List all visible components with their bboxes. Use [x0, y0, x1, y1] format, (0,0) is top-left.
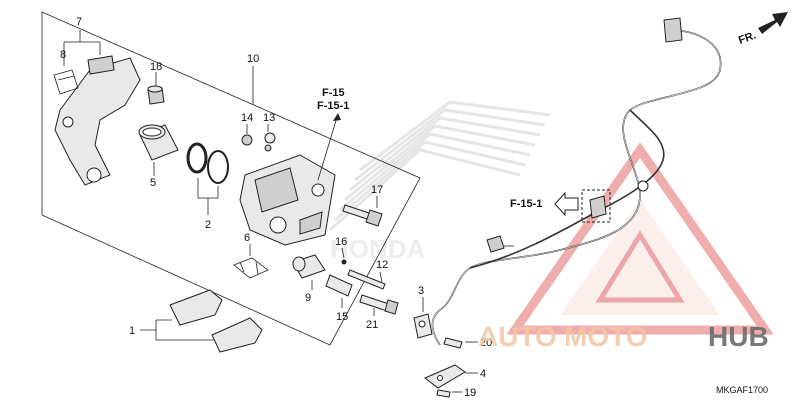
label-2: 2 [205, 219, 211, 231]
bleeder-cap [147, 85, 165, 105]
abs-sensor [413, 313, 433, 339]
pad-retainer [233, 257, 269, 279]
abs-sensor-wire [431, 17, 722, 346]
label-12: 13 [263, 112, 275, 124]
label-16: 17 [371, 184, 383, 196]
honda-wing-watermark: HONDA [329, 100, 551, 264]
stay-bolt [436, 389, 451, 398]
slide-pin-bolt [359, 294, 399, 315]
label-9: 9 [305, 292, 311, 304]
ref-f15: F-15 [322, 87, 345, 99]
watermark-word-auto: AUTO [478, 321, 557, 352]
caliper-body [239, 154, 336, 246]
brake-pads [169, 289, 263, 353]
label-19: 20 [480, 337, 492, 349]
label-1: 1 [129, 325, 135, 337]
automotohub-wordmark: AUTO MOTO HUB [478, 321, 769, 352]
label-15: 16 [335, 236, 347, 248]
piston-seals [186, 142, 229, 184]
fr-label: FR. [737, 29, 758, 46]
label-3: 3 [418, 285, 424, 297]
label-5: 5 [150, 177, 156, 189]
watermark-word-hub: HUB [708, 321, 769, 352]
label-6: 6 [244, 232, 250, 244]
label-20: 21 [366, 319, 378, 331]
piston [138, 124, 179, 161]
label-17: 18 [150, 61, 162, 73]
label-8: 8 [60, 49, 66, 61]
caliper-bracket [54, 55, 141, 186]
label-14: 15 [336, 311, 348, 323]
sensor-bolt [443, 337, 463, 349]
pin-sleeve [325, 274, 353, 297]
label-10: 10 [247, 53, 259, 65]
label-4: 4 [480, 368, 486, 380]
diagram-code: MKGAF1700 [716, 385, 768, 395]
automotohub-triangle [506, 142, 774, 335]
honda-watermark-text: HONDA [330, 234, 426, 264]
ref-f15-1-top: F-15-1 [317, 100, 349, 112]
bleeder-screw [241, 132, 276, 152]
watermark-word-moto: MOTO [564, 321, 647, 352]
label-11: 12 [376, 259, 388, 271]
wire-stay [424, 364, 466, 389]
ref-f15-1-left: F-15-1 [510, 198, 542, 210]
pad-spring [53, 69, 79, 95]
pin-boot [292, 254, 326, 279]
label-18: 19 [464, 387, 476, 399]
label-7: 7 [76, 16, 82, 28]
hose-clamp [486, 235, 505, 253]
caliper-bolt [342, 204, 383, 227]
assembly-frame [41, 11, 421, 346]
slide-pin-upper [347, 269, 386, 290]
label-13: 14 [241, 112, 253, 124]
forward-arrow-icon [758, 12, 788, 34]
